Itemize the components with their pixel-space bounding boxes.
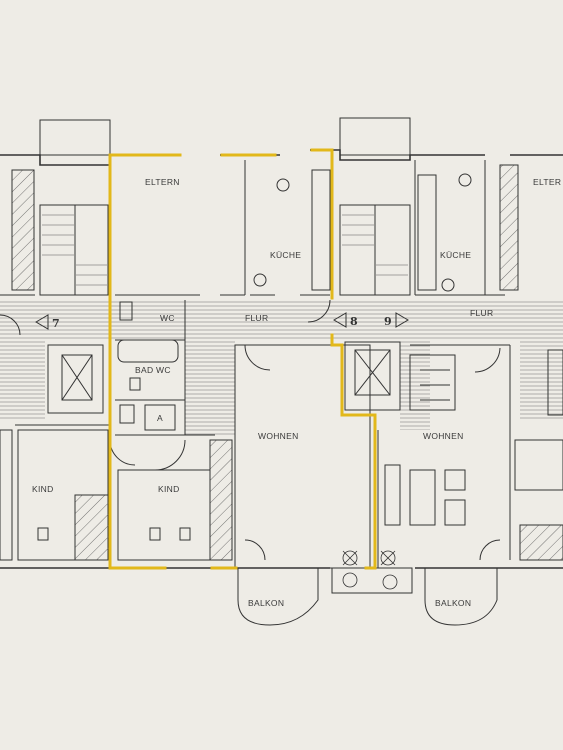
room-label-bad-wc: BAD WC <box>135 365 171 375</box>
room-label-balkon: BALKON <box>248 598 284 608</box>
room-label-kind: KIND <box>158 484 180 494</box>
room-label-eltern: ELTER <box>533 177 561 187</box>
room-label-kueche: KÜCHE <box>270 250 301 260</box>
roof-boxes <box>39 117 411 156</box>
room-label-wohnen: WOHNEN <box>258 431 299 441</box>
room-label-wc: WC <box>160 313 175 323</box>
arrow-left-icon <box>333 312 347 328</box>
interior-walls <box>0 160 563 626</box>
room-label-kueche: KÜCHE <box>440 250 471 260</box>
unit-number: 9 <box>384 315 392 328</box>
room-label-balkon: BALKON <box>435 598 471 608</box>
unit-number: 7 <box>52 317 60 330</box>
arrow-left-icon <box>35 314 49 330</box>
room-label-abstell: A <box>157 413 163 423</box>
room-label-flur: FLUR <box>245 313 268 323</box>
room-labels: ELTERN KÜCHE WC FLUR BAD WC A WOHNEN KIN… <box>32 177 561 608</box>
unit-markers: 7 8 9 <box>35 312 409 330</box>
corridor-hatching <box>0 300 563 435</box>
room-label-wohnen: WOHNEN <box>423 431 464 441</box>
plants-icon <box>342 550 398 590</box>
room-label-eltern: ELTERN <box>145 177 180 187</box>
unit-highlight-outline <box>108 148 377 570</box>
unit-number: 8 <box>350 315 358 328</box>
room-label-flur: FLUR <box>470 308 493 318</box>
arrow-right-icon <box>395 312 409 328</box>
room-label-kind: KIND <box>32 484 54 494</box>
